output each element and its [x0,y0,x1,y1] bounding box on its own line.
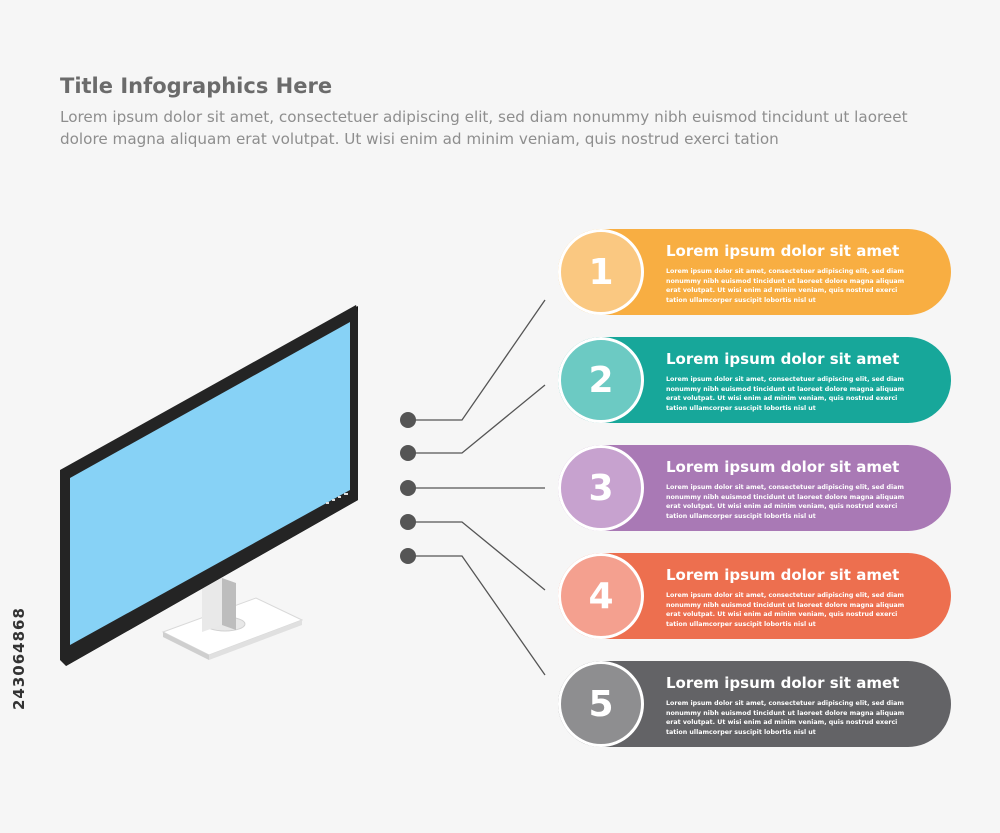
item-number-circle: 5 [558,661,644,747]
monitor-base-edge [163,632,209,660]
monitor-screen [70,322,350,645]
item-text: Lorem ipsum dolor sit amet, consectetuer… [666,268,905,304]
connector-dot-3 [400,480,416,496]
connector-line-5 [408,555,546,676]
item-heading: Lorem ipsum dolor sit amet [666,566,900,584]
item-pill-3: 3 Lorem ipsum dolor sit amet Lorem ipsum… [558,445,951,531]
connector-line-2 [408,384,546,454]
connector-dot-1 [400,412,416,428]
item-number-circle: 3 [558,445,644,531]
item-heading: Lorem ipsum dolor sit amet [666,242,900,260]
item-pill-1: 1 Lorem ipsum dolor sit amet Lorem ipsum… [558,229,951,315]
item-pill-5: 5 Lorem ipsum dolor sit amet Lorem ipsum… [558,661,951,747]
item-text: Lorem ipsum dolor sit amet, consectetuer… [666,700,905,736]
item-text: Lorem ipsum dolor sit amet, consectetuer… [666,484,905,520]
connector-dot-2 [400,445,416,461]
item-pill-4: 4 Lorem ipsum dolor sit amet Lorem ipsum… [558,553,951,639]
page-description: Lorem ipsum dolor sit amet, consectetuer… [60,108,908,148]
monitor-icon [60,305,358,666]
item-pill-2: 2 Lorem ipsum dolor sit amet Lorem ipsum… [558,337,951,423]
item-heading: Lorem ipsum dolor sit amet [666,674,900,692]
item-heading: Lorem ipsum dolor sit amet [666,350,900,368]
connector-dot-5 [400,548,416,564]
monitor-stand [202,578,222,632]
connector-dot-4 [400,514,416,530]
item-number-circle: 4 [558,553,644,639]
connector-line-1 [408,299,546,421]
connector-line-4 [408,521,546,591]
item-number-circle: 2 [558,337,644,423]
item-heading: Lorem ipsum dolor sit amet [666,458,900,476]
item-number-circle: 1 [558,229,644,315]
page-title: Title Infographics Here [60,74,333,98]
item-text: Lorem ipsum dolor sit amet, consectetuer… [666,376,905,412]
item-text: Lorem ipsum dolor sit amet, consectetuer… [666,592,905,628]
